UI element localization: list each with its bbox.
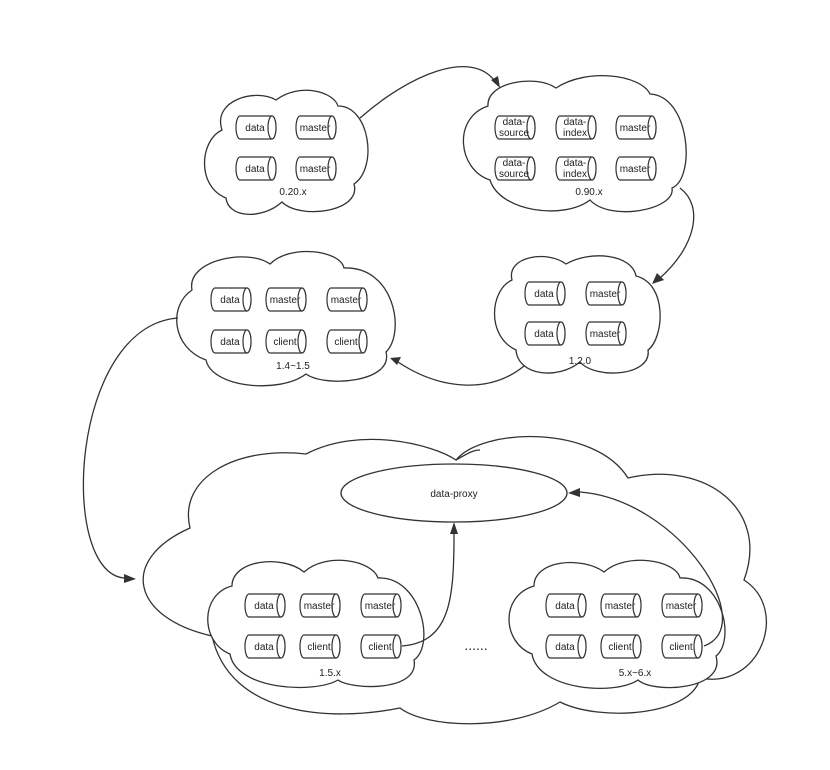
node-master-5-x-6-x: master — [661, 593, 703, 618]
node-label: data-source — [499, 117, 529, 139]
node-master-1-4-1-5: master — [265, 287, 307, 312]
node-data-1-4-1-5: data — [210, 329, 252, 354]
node-client-5-x-6-x: client — [600, 634, 642, 659]
node-label: data — [254, 642, 274, 653]
node-label: master — [300, 123, 331, 134]
node-data-5-x-6-x: data — [545, 634, 587, 659]
edge-1-2-0-to-1-4-1-5 — [390, 357, 525, 386]
node-data-0-20-x: data — [235, 156, 277, 181]
node-label: client — [334, 337, 358, 348]
node-label: master — [590, 289, 621, 300]
node-client-5-x-6-x: client — [661, 634, 703, 659]
node-data-1-2-0: data — [524, 281, 566, 306]
edge-5-x-client-to-proxy — [568, 488, 724, 647]
node-label: master — [331, 295, 362, 306]
node-label: master — [270, 295, 301, 306]
edge-0-20-to-0-90 — [359, 66, 500, 119]
node-data-0-20-x: data — [235, 115, 277, 140]
node-master-0-20-x: master — [295, 156, 337, 181]
node-master-0-20-x: master — [295, 115, 337, 140]
node-label: data — [555, 601, 575, 612]
node-master-0-90-x: master — [615, 156, 657, 181]
node-client-1-4-1-5: client — [265, 329, 307, 354]
node-label: client — [307, 642, 331, 653]
node-master-0-90-x: master — [615, 115, 657, 140]
node-label: client — [273, 337, 297, 348]
node-data-1-5-x: data — [244, 634, 286, 659]
edge-1-5-x-client-to-proxy — [401, 522, 458, 647]
node-master-1-2-0: master — [585, 321, 627, 346]
cloud-1-5-x — [207, 559, 425, 689]
node-master-5-x-6-x: master — [600, 593, 642, 618]
node-data-1-2-0: data — [524, 321, 566, 346]
node-master-1-4-1-5: master — [326, 287, 368, 312]
node-label: master — [620, 123, 651, 134]
node-label: master — [365, 601, 396, 612]
data-proxy-label: data-proxy — [430, 489, 477, 500]
ellipsis-text: ...... — [464, 637, 487, 653]
node-label: master — [590, 329, 621, 340]
version-label-5-x-6-x: 5.x~6.x — [619, 668, 652, 679]
node-client-1-5-x: client — [299, 634, 341, 659]
data-proxy-node: data-proxy — [340, 463, 568, 523]
node-master-1-5-x: master — [360, 593, 402, 618]
version-label-1-4-1-5: 1.4~1.5 — [276, 361, 310, 372]
node-label: client — [368, 642, 392, 653]
node-label: data — [555, 642, 575, 653]
node-label: client — [608, 642, 632, 653]
node-label: data — [220, 295, 240, 306]
version-label-0-20-x: 0.20.x — [279, 187, 306, 198]
node-label: data — [534, 289, 554, 300]
node-label: data — [254, 601, 274, 612]
version-label-1-5-x: 1.5.x — [319, 668, 341, 679]
node-data-source-0-90-x: data-source — [494, 156, 536, 181]
edge-0-90-to-1-2-0 — [652, 187, 695, 284]
node-data-source-0-90-x: data-source — [494, 115, 536, 140]
node-data-index-0-90-x: data-index — [555, 115, 597, 140]
node-label: data-index — [563, 117, 587, 139]
node-data-5-x-6-x: data — [545, 593, 587, 618]
node-label: data-source — [499, 158, 529, 180]
node-data-index-0-90-x: data-index — [555, 156, 597, 181]
node-client-1-4-1-5: client — [326, 329, 368, 354]
node-data-1-5-x: data — [244, 593, 286, 618]
node-client-1-5-x: client — [360, 634, 402, 659]
node-label: master — [666, 601, 697, 612]
node-label: master — [605, 601, 636, 612]
node-label: data-index — [563, 158, 587, 180]
node-label: master — [620, 164, 651, 175]
node-label: data — [220, 337, 240, 348]
node-data-1-4-1-5: data — [210, 287, 252, 312]
node-master-1-2-0: master — [585, 281, 627, 306]
node-label: client — [669, 642, 693, 653]
version-label-1-2-0: 1.2.0 — [569, 356, 592, 367]
node-label: data — [245, 123, 265, 134]
node-label: data — [534, 329, 554, 340]
edge-1-4-1-5-to-outer — [82, 317, 179, 583]
nodes-layer: data master data master data-source data-inde… — [210, 115, 703, 659]
node-master-1-5-x: master — [299, 593, 341, 618]
cloud-5-x-6-x — [508, 559, 726, 690]
version-label-0-90-x: 0.90.x — [575, 187, 602, 198]
node-label: master — [304, 601, 335, 612]
node-label: master — [300, 164, 331, 175]
node-label: data — [245, 164, 265, 175]
